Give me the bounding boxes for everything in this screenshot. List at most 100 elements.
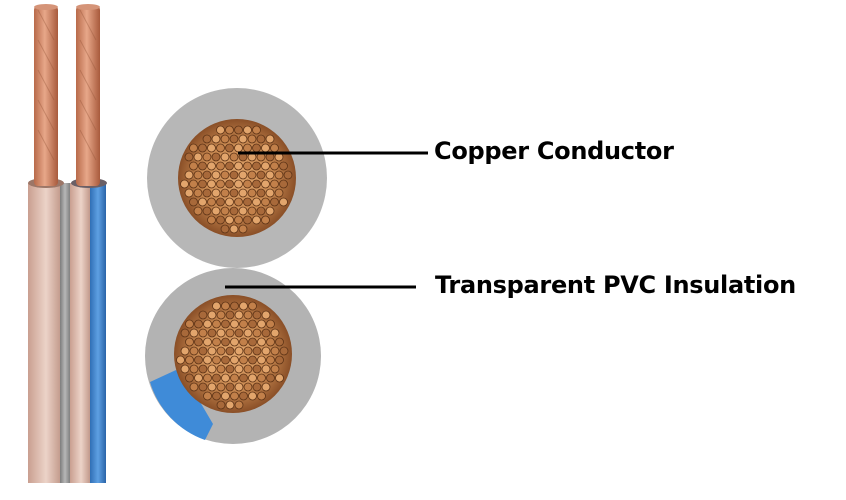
copper-strand (216, 215, 225, 225)
copper-strand (234, 382, 244, 392)
copper-strand (216, 364, 226, 374)
copper-strand (252, 125, 261, 135)
copper-strand (189, 328, 199, 338)
copper-strand (243, 346, 253, 356)
copper-strand (225, 328, 235, 338)
copper-strand (252, 161, 261, 171)
copper-strand (185, 337, 194, 347)
copper-strand (243, 143, 252, 153)
copper-strand (211, 206, 221, 216)
copper-strand (230, 337, 239, 347)
copper-strand (193, 152, 203, 162)
copper-strand (216, 125, 225, 135)
copper-strand (248, 373, 257, 383)
left-sheath (28, 183, 64, 483)
copper-strand (193, 188, 203, 198)
copper-strand (185, 373, 194, 383)
copper-strand (261, 215, 270, 225)
copper-strand (189, 197, 198, 207)
copper-strand (198, 179, 207, 189)
copper-strand (194, 337, 203, 347)
copper-strand (221, 373, 230, 383)
copper-strand (257, 373, 266, 383)
copper-strand (221, 391, 230, 401)
copper-strand (239, 391, 248, 401)
copper-strand (279, 197, 288, 207)
copper-strand (252, 382, 262, 392)
copper-strand (252, 364, 262, 374)
copper-strand (275, 355, 284, 365)
copper-strand (198, 310, 208, 320)
copper-strand (207, 161, 216, 171)
copper-strand (266, 373, 275, 383)
copper-strand (202, 206, 212, 216)
copper-strand (185, 355, 194, 365)
copper-strand (225, 197, 234, 207)
copper-strand (212, 391, 221, 401)
copper-strand (270, 143, 279, 153)
copper-strand (198, 161, 207, 171)
copper-strand (229, 152, 239, 162)
copper-strand (207, 382, 217, 392)
copper-strand (202, 134, 212, 144)
copper-strand (234, 161, 243, 171)
copper-strand (176, 355, 185, 365)
copper-strand (252, 346, 262, 356)
copper-strand (225, 143, 234, 153)
copper-strand (234, 215, 243, 225)
copper-strand (225, 161, 234, 171)
copper-strand (234, 364, 244, 374)
left-copper-wire (34, 6, 58, 186)
copper-strand (216, 328, 226, 338)
copper-strand (220, 188, 230, 198)
copper-strand (229, 206, 239, 216)
copper-strand (230, 355, 239, 365)
copper-strand (229, 224, 239, 234)
copper-strand (230, 373, 239, 383)
copper-strand (243, 179, 252, 189)
copper-strand (238, 134, 248, 144)
copper-strand (225, 364, 235, 374)
copper-strand (184, 170, 194, 180)
copper-strand (212, 337, 221, 347)
copper-strand (220, 206, 230, 216)
copper-strand (270, 346, 280, 356)
copper-strand (216, 179, 225, 189)
copper-strand (180, 346, 190, 356)
copper-strand (216, 346, 226, 356)
copper-strand (256, 170, 266, 180)
copper-strand (247, 188, 257, 198)
copper-strand (189, 161, 198, 171)
copper-strand (189, 179, 198, 189)
copper-strand (256, 206, 266, 216)
copper-strand (225, 400, 235, 410)
copper-strand (238, 224, 248, 234)
copper-strand (257, 391, 266, 401)
copper-strand (212, 373, 221, 383)
copper-strand (257, 355, 266, 365)
copper-strand (261, 346, 271, 356)
copper-strand (221, 355, 230, 365)
copper-strand (239, 355, 248, 365)
copper-strand (221, 319, 230, 329)
copper-strand (243, 197, 252, 207)
copper-strand (211, 152, 221, 162)
copper-strand (248, 319, 257, 329)
copper-strand (247, 206, 257, 216)
copper-strand (207, 143, 216, 153)
copper-strand (194, 373, 203, 383)
copper-strand (212, 301, 221, 311)
copper-strand (243, 382, 253, 392)
copper-strand (207, 215, 216, 225)
copper-strand (248, 337, 257, 347)
copper-strand (275, 337, 284, 347)
copper-strand (274, 188, 284, 198)
copper-strand (248, 301, 257, 311)
copper-strand (238, 206, 248, 216)
copper-strand (229, 134, 239, 144)
copper-strand (216, 382, 226, 392)
copper-strand (193, 206, 203, 216)
copper-strand (225, 310, 235, 320)
copper-strand (265, 188, 275, 198)
cross-section-top (147, 88, 327, 268)
